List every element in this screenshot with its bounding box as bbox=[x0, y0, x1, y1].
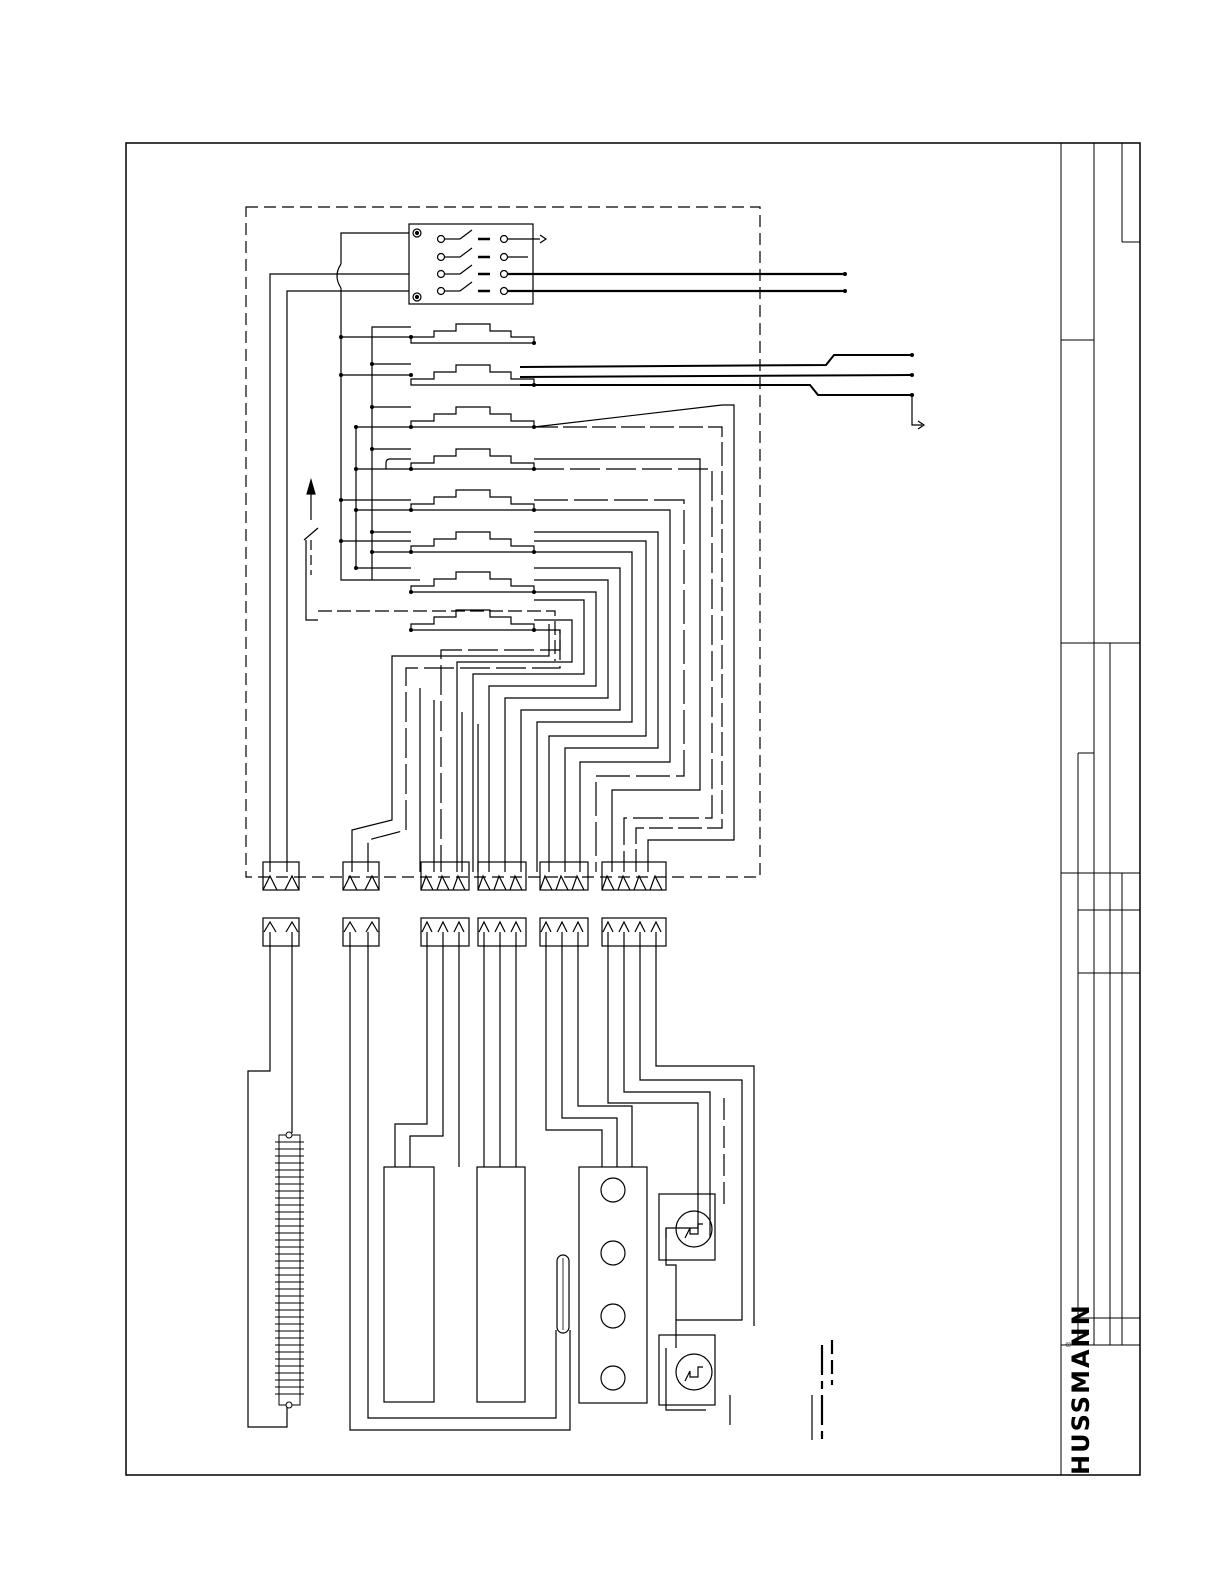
connector-socket-1 bbox=[263, 862, 299, 890]
field-terminal-dots bbox=[910, 353, 914, 397]
fan-motor-2 bbox=[601, 1241, 625, 1265]
field-power-wires bbox=[520, 355, 912, 395]
thermostat-1 bbox=[676, 1211, 712, 1247]
fan-motor-3 bbox=[601, 1304, 625, 1328]
hussmann-logo: HUSSMANN ® bbox=[1065, 1303, 1095, 1475]
connector-plug-2 bbox=[343, 918, 379, 946]
connector-socket-2 bbox=[343, 862, 379, 890]
thermostats bbox=[659, 1194, 715, 1405]
harness-wires bbox=[441, 405, 734, 872]
temperature-probe bbox=[557, 1255, 569, 1333]
registered-mark: ® bbox=[1065, 1341, 1073, 1347]
terminal-block-7 bbox=[411, 572, 534, 592]
incoming-power-lines bbox=[507, 274, 845, 291]
terminal-block-5 bbox=[411, 490, 534, 510]
terminal-blocks bbox=[411, 324, 534, 630]
load-wires bbox=[248, 932, 754, 1430]
connector-socket-4 bbox=[478, 862, 526, 890]
line-style-legend bbox=[812, 1340, 832, 1440]
light-fixture-2 bbox=[477, 1167, 525, 1402]
terminal-block-1 bbox=[411, 324, 534, 343]
connector-plug-1 bbox=[263, 918, 299, 946]
ground-lead bbox=[912, 395, 922, 425]
title-block bbox=[1061, 143, 1140, 1475]
anti-sweat-heater bbox=[279, 1132, 300, 1408]
terminal-block-3 bbox=[411, 407, 534, 427]
power-terminal-l1 bbox=[843, 272, 847, 276]
connector-row-sockets bbox=[263, 862, 666, 890]
connector-row-plugs bbox=[263, 918, 666, 946]
fan-motor-block bbox=[579, 1167, 647, 1403]
bus-junction-dots bbox=[339, 335, 536, 632]
terminal-block-4 bbox=[411, 449, 534, 469]
connector-plug-3 bbox=[421, 918, 469, 946]
fan-motor-4 bbox=[601, 1366, 625, 1390]
terminal-bus-wires bbox=[341, 327, 411, 580]
brand-logo-text: HUSSMANN bbox=[1067, 1303, 1095, 1475]
door-switch bbox=[304, 480, 555, 661]
terminal-block-8 bbox=[411, 610, 534, 630]
terminal-block-6 bbox=[411, 532, 534, 552]
terminal-block-2 bbox=[411, 365, 534, 385]
fan-motor-1 bbox=[601, 1178, 625, 1202]
harness-wires-low bbox=[352, 624, 560, 872]
connector-plug-5 bbox=[540, 918, 588, 946]
connector-socket-5 bbox=[540, 862, 588, 890]
power-terminal-l2 bbox=[843, 289, 847, 293]
light-fixture-1 bbox=[384, 1167, 434, 1402]
thermostat-2 bbox=[676, 1354, 712, 1390]
connector-plug-4 bbox=[478, 918, 526, 946]
